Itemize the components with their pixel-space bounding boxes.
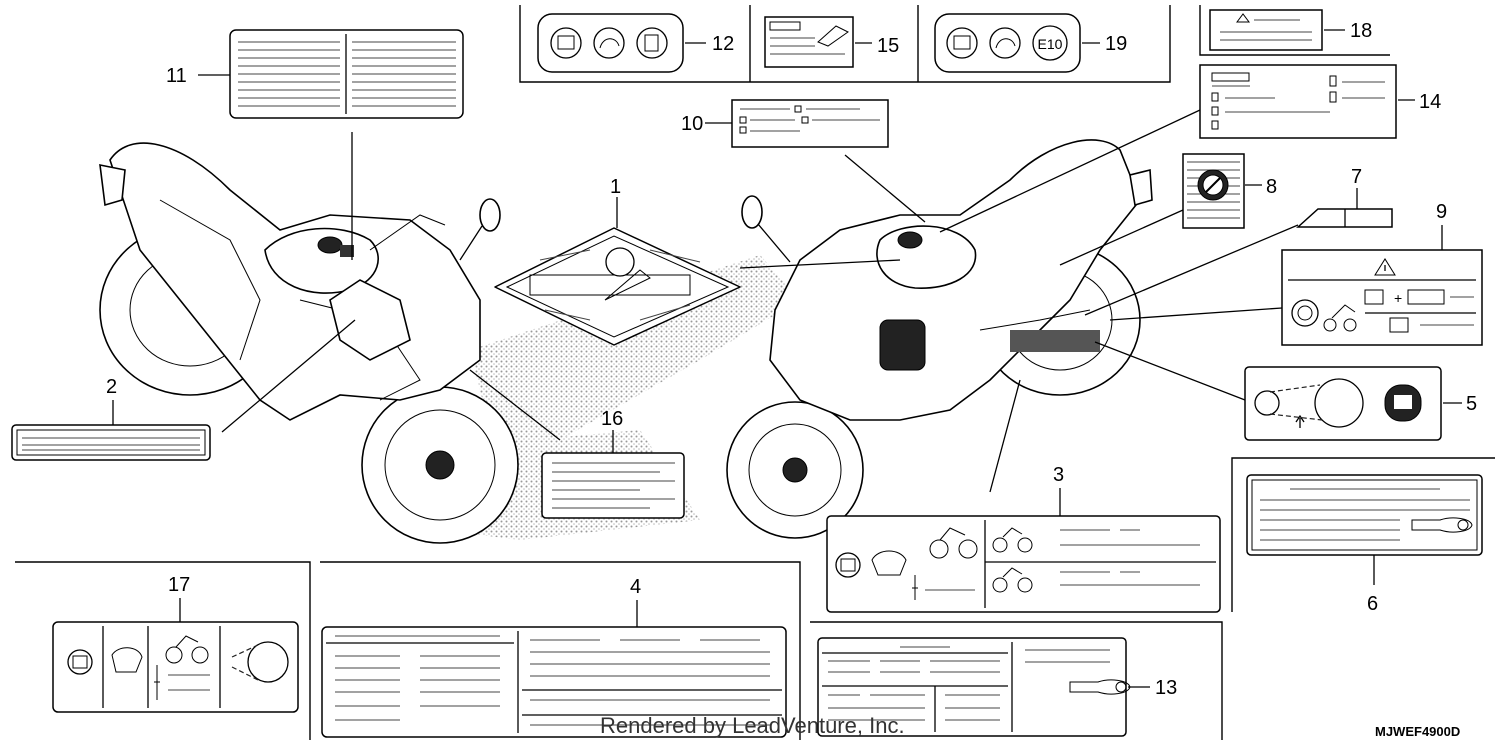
diagram-code: MJWEF4900D	[1375, 724, 1460, 739]
callout-19: 19	[1105, 33, 1127, 55]
callout-12: 12	[712, 33, 734, 55]
callout-15: 15	[877, 35, 899, 57]
label-5[interactable]: 5	[1094, 341, 1477, 441]
callout-10: 10	[681, 113, 703, 135]
callout-3: 3	[1053, 464, 1064, 486]
label-4[interactable]: 4	[321, 576, 787, 738]
callout-4: 4	[630, 576, 641, 598]
label-13[interactable]: 13	[817, 637, 1177, 737]
callout-6: 6	[1367, 593, 1378, 615]
callout-7: 7	[1351, 166, 1362, 188]
callout-11: 11	[166, 65, 187, 87]
label-11[interactable]: 11	[166, 29, 464, 260]
label-7[interactable]: 7	[1084, 166, 1393, 316]
label-2[interactable]: 2	[11, 319, 356, 461]
label-8[interactable]: 8	[1059, 153, 1277, 266]
left-motorcycle-illustration	[99, 142, 519, 544]
callout-16: 16	[601, 408, 623, 430]
callout-8: 8	[1266, 176, 1277, 198]
right-motorcycle-illustration	[726, 139, 1153, 539]
svg-text:+: +	[1394, 290, 1402, 306]
section-dividers	[15, 5, 1495, 740]
label-19[interactable]: E10 19	[934, 13, 1127, 73]
callout-1: 1	[610, 176, 621, 198]
label-17[interactable]: 17	[52, 574, 299, 713]
label-9[interactable]: + 9	[1109, 201, 1483, 346]
callout-14: 14	[1419, 91, 1441, 113]
callout-17: 17	[168, 574, 190, 596]
label-14[interactable]: 14	[939, 64, 1441, 233]
label-16[interactable]: 16	[469, 369, 685, 519]
label-1[interactable]: 1	[494, 176, 901, 346]
callout-13: 13	[1155, 677, 1177, 699]
e10-icon-text: E10	[1038, 36, 1063, 52]
label-12[interactable]: 12	[537, 13, 734, 73]
label-10[interactable]: 10	[681, 99, 926, 223]
label-15[interactable]: 15	[764, 16, 899, 68]
label-18[interactable]: 18	[1209, 9, 1372, 51]
callout-18: 18	[1350, 20, 1372, 42]
label-6[interactable]: 6	[1246, 474, 1483, 615]
callout-2: 2	[106, 376, 117, 398]
callout-9: 9	[1436, 201, 1447, 223]
label-3[interactable]: 3	[826, 379, 1221, 613]
callout-5: 5	[1466, 393, 1477, 415]
rendered-by-credit: Rendered by LeadVenture, Inc.	[600, 713, 905, 738]
